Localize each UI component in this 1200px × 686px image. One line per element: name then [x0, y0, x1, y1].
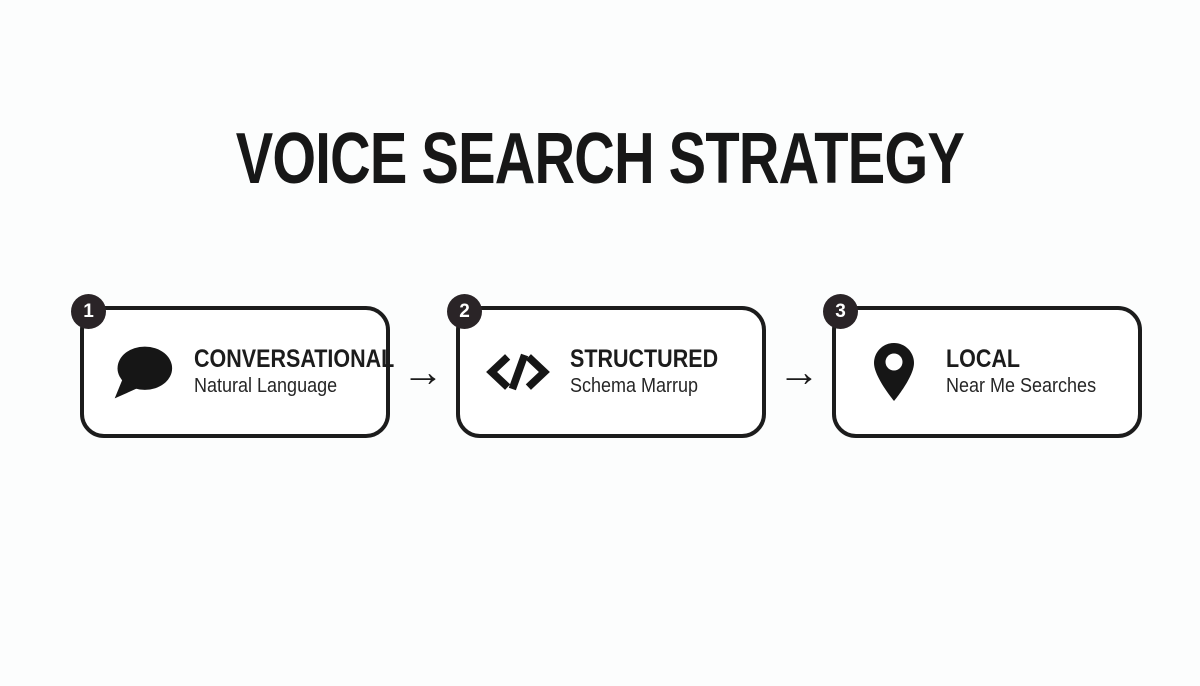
step-subtitle: Schema Marrup	[570, 374, 699, 397]
code-icon	[482, 351, 554, 393]
step-title: STRUCTURED	[570, 345, 719, 374]
page-title: VOICE SEARCH STRATEGY	[235, 119, 965, 199]
step-number-badge: 1	[71, 294, 106, 329]
flow-arrow-2: →	[766, 351, 832, 393]
step-number-badge: 3	[823, 294, 858, 329]
step-number-badge: 2	[447, 294, 482, 329]
title-area: VOICE SEARCH STRATEGY	[0, 118, 1200, 200]
arrow-icon: →	[402, 348, 444, 395]
step-card-conversational: 1 CONVERSATIONAL Natural Language	[71, 294, 394, 438]
step-subtitle: Natural Language	[194, 374, 338, 397]
location-pin-icon	[858, 343, 930, 401]
step-card-local: 3 LOCAL Near Me Searches	[823, 294, 1142, 438]
speech-bubble-icon	[106, 343, 178, 401]
step-title: LOCAL	[946, 345, 1021, 374]
arrow-icon: →	[778, 348, 820, 395]
step-text: LOCAL Near Me Searches	[946, 345, 1113, 399]
step-card-structured: 2 STRUCTURED Schema Marrup	[447, 294, 766, 438]
steps-row: 1 CONVERSATIONAL Natural Language → 2 ST…	[0, 294, 1200, 438]
flow-arrow-1: →	[390, 351, 456, 393]
step-text: CONVERSATIONAL Natural Language	[194, 345, 427, 399]
step-title: CONVERSATIONAL	[194, 345, 395, 374]
step-subtitle: Near Me Searches	[946, 374, 1097, 397]
step-text: STRUCTURED Schema Marrup	[570, 345, 742, 399]
